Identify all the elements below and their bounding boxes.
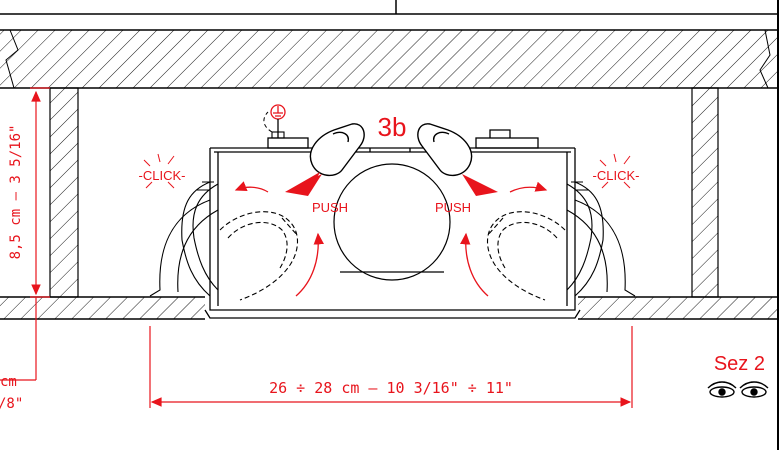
spring-clip-left	[149, 181, 219, 297]
click-burst-left	[143, 153, 175, 189]
false-ceiling-right	[578, 296, 779, 320]
ground-cable	[263, 111, 273, 133]
ground-terminal	[270, 104, 286, 138]
edge-fragment-bottom: /8"	[0, 396, 23, 412]
push-arrow-right	[462, 174, 498, 196]
ground-screw	[271, 131, 285, 139]
spring-clip-left-released	[219, 211, 299, 301]
click-label-right: -CLICK-	[593, 168, 640, 183]
width-dimension-label: 26 ÷ 28 cm – 10 3/16" ÷ 11"	[269, 379, 513, 397]
support-post-left	[49, 87, 79, 298]
spring-clip-right-released	[486, 211, 566, 301]
push-arrow-left-fill	[285, 174, 322, 196]
finger-left	[309, 123, 365, 177]
width-dimension-line	[149, 326, 633, 408]
support-post-right	[691, 87, 719, 298]
click-label-left: -CLICK-	[139, 168, 186, 183]
push-label-left: PUSH	[312, 200, 348, 215]
fixture-housing	[204, 129, 581, 319]
push-label-right: PUSH	[435, 200, 471, 215]
false-ceiling-left	[0, 296, 205, 320]
spring-clip-right	[566, 181, 636, 297]
lamp-opening	[333, 163, 451, 281]
section-eye-icons	[707, 381, 769, 398]
step-label: 3b	[378, 112, 407, 142]
height-dimension-line	[0, 87, 50, 381]
section-label: Sez 2	[714, 353, 765, 375]
push-arrow-left	[285, 172, 320, 192]
finger-right	[417, 123, 473, 177]
motion-arrows	[234, 181, 548, 297]
edge-fragment-top: cm	[0, 374, 17, 390]
height-dimension-label: 8,5 cm – 3 5/16"	[8, 125, 24, 260]
ceiling-slab	[0, 29, 779, 89]
click-burst-right	[599, 153, 631, 189]
